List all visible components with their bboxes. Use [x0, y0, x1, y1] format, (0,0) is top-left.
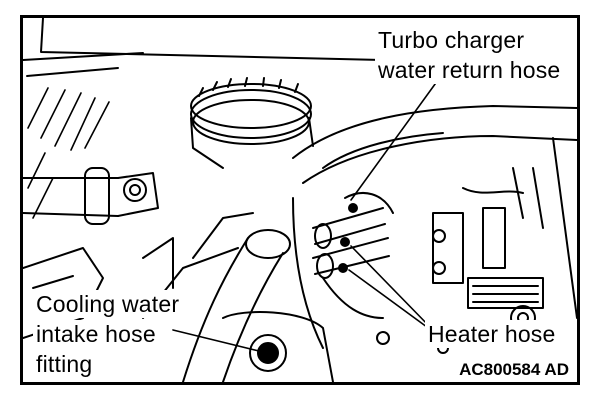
engine-line-drawing — [23, 18, 577, 382]
cooling-label-line3: fitting — [33, 350, 96, 378]
left-pipe — [23, 167, 159, 225]
heater-hose-label: Heater hose — [425, 320, 559, 348]
left-hatching — [27, 87, 110, 219]
top-panel-edge — [40, 18, 384, 61]
turbo-leader — [350, 79, 439, 201]
leader-lines — [172, 79, 439, 353]
cooling-label-line2: intake hose — [33, 320, 159, 348]
turbo-label-line1: Turbo charger — [375, 26, 528, 54]
figure-code: AC800584 AD — [457, 360, 571, 380]
cooling-label-line1: Cooling water — [33, 290, 183, 318]
heater-leader-2 — [348, 269, 432, 331]
right-components — [376, 137, 577, 354]
turbo-label-line2: water return hose — [375, 56, 564, 84]
cooling-leader — [172, 329, 264, 353]
turbo-return-hose — [292, 105, 577, 184]
lower-left-machinery — [23, 212, 334, 382]
heater-leader-1 — [350, 245, 432, 329]
central-fittings — [292, 192, 394, 349]
intake-ring — [190, 77, 314, 169]
diagram-frame: Turbo charger water return hose Cooling … — [20, 15, 580, 385]
